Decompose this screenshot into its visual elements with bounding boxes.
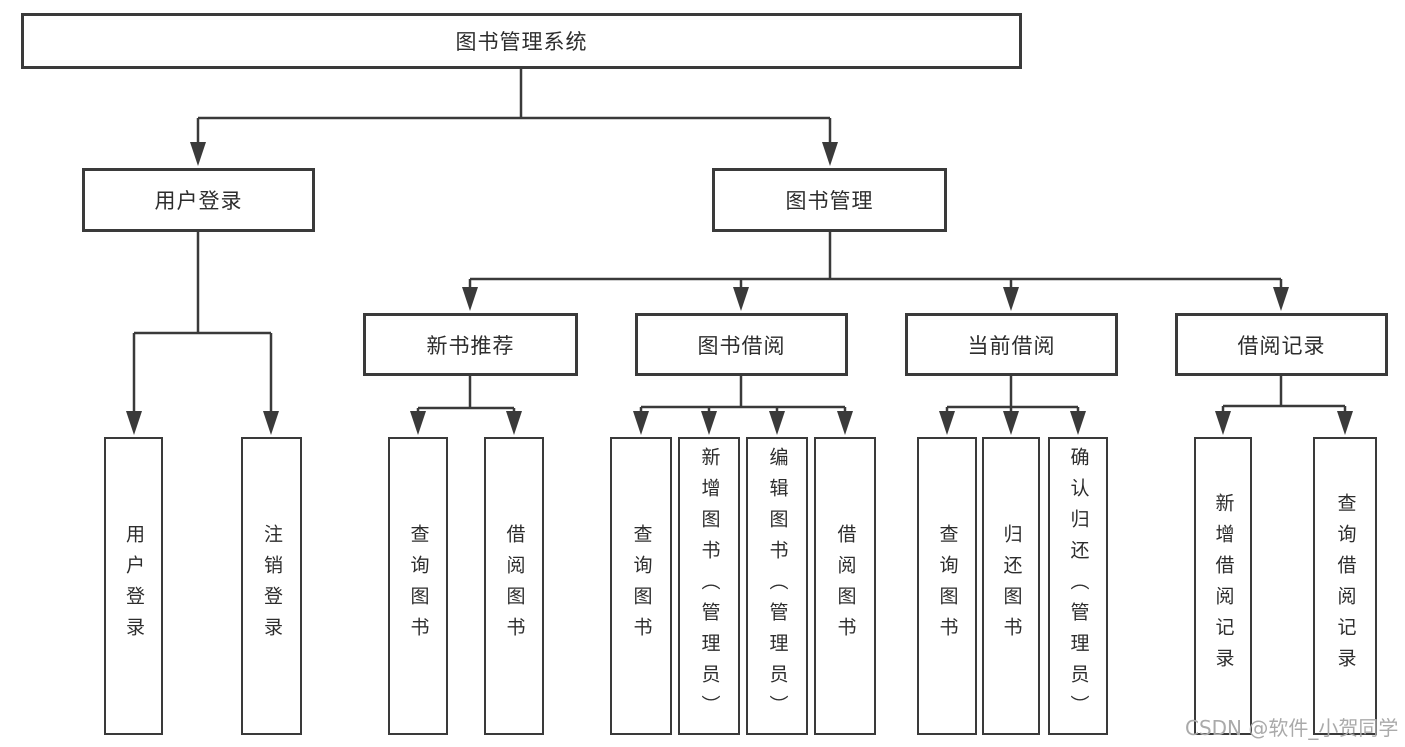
leaf-borrow-book-1-label: 借阅图书 (503, 524, 526, 648)
leaf-return-book-label: 归还图书 (1000, 524, 1023, 648)
arrowhead-icon (1003, 287, 1019, 311)
node-borrow-record-label: 借阅记录 (1237, 333, 1326, 358)
arrowhead-icon (1337, 411, 1353, 435)
leaf-add-borrow-record-label: 新增借阅记录 (1212, 493, 1235, 679)
arrowhead-icon (701, 411, 717, 435)
arrowhead-icon (837, 411, 853, 435)
watermark-csdn: CSDN @软件_小贺同学 (1185, 716, 1399, 740)
leaf-borrow-book-2-label: 借阅图书 (834, 524, 857, 648)
leaf-query-book-1-label: 查询图书 (407, 524, 430, 648)
arrowhead-icon (1003, 411, 1019, 435)
leaf-edit-book-admin: 编辑图书（管理员） (746, 437, 808, 735)
node-root-label: 图书管理系统 (455, 30, 588, 54)
node-root: 图书管理系统 (21, 13, 1022, 69)
node-new-book-recommend: 新书推荐 (363, 313, 578, 376)
node-current-borrow-label: 当前借阅 (967, 333, 1056, 358)
arrowhead-icon (633, 411, 649, 435)
leaf-logout: 注销登录 (241, 437, 302, 735)
arrowhead-icon (506, 411, 522, 435)
leaf-query-borrow-record-label: 查询借阅记录 (1334, 493, 1357, 679)
arrowhead-icon (410, 411, 426, 435)
leaf-query-book-2: 查询图书 (610, 437, 672, 735)
leaf-borrow-book-1: 借阅图书 (484, 437, 544, 735)
arrowhead-icon (733, 287, 749, 311)
leaf-confirm-return-admin-label: 确认归还（管理员） (1067, 446, 1090, 726)
leaf-confirm-return-admin: 确认归还（管理员） (1048, 437, 1108, 735)
arrowhead-icon (126, 411, 142, 435)
arrowhead-icon (263, 411, 279, 435)
leaf-edit-book-admin-label: 编辑图书（管理员） (766, 446, 789, 726)
leaf-query-book-1: 查询图书 (388, 437, 448, 735)
leaf-user-login-label: 用户登录 (123, 524, 145, 648)
arrowhead-icon (462, 287, 478, 311)
node-borrow-record: 借阅记录 (1175, 313, 1388, 376)
leaf-user-login: 用户登录 (104, 437, 163, 735)
leaf-return-book: 归还图书 (982, 437, 1040, 735)
leaf-query-book-2-label: 查询图书 (630, 524, 653, 648)
node-current-borrow: 当前借阅 (905, 313, 1118, 376)
node-book-borrow: 图书借阅 (635, 313, 848, 376)
node-book-management: 图书管理 (712, 168, 947, 232)
node-new-book-recommend-label: 新书推荐 (426, 333, 515, 358)
node-user-login: 用户登录 (82, 168, 315, 232)
leaf-query-book-3-label: 查询图书 (936, 524, 959, 648)
arrowhead-icon (1070, 411, 1086, 435)
arrowhead-icon (1215, 411, 1231, 435)
arrowhead-icon (822, 142, 838, 166)
arrowhead-icon (939, 411, 955, 435)
arrowhead-icon (769, 411, 785, 435)
leaf-add-book-admin-label: 新增图书（管理员） (698, 446, 721, 726)
leaf-add-borrow-record: 新增借阅记录 (1194, 437, 1252, 735)
leaf-query-borrow-record: 查询借阅记录 (1313, 437, 1377, 735)
node-book-borrow-label: 图书借阅 (697, 333, 786, 358)
leaf-logout-label: 注销登录 (261, 524, 283, 648)
node-book-management-label: 图书管理 (785, 189, 874, 213)
node-user-login-label: 用户登录 (154, 189, 243, 213)
arrowhead-icon (190, 142, 206, 166)
leaf-add-book-admin: 新增图书（管理员） (678, 437, 740, 735)
leaf-query-book-3: 查询图书 (917, 437, 977, 735)
leaf-borrow-book-2: 借阅图书 (814, 437, 876, 735)
arrowhead-icon (1273, 287, 1289, 311)
